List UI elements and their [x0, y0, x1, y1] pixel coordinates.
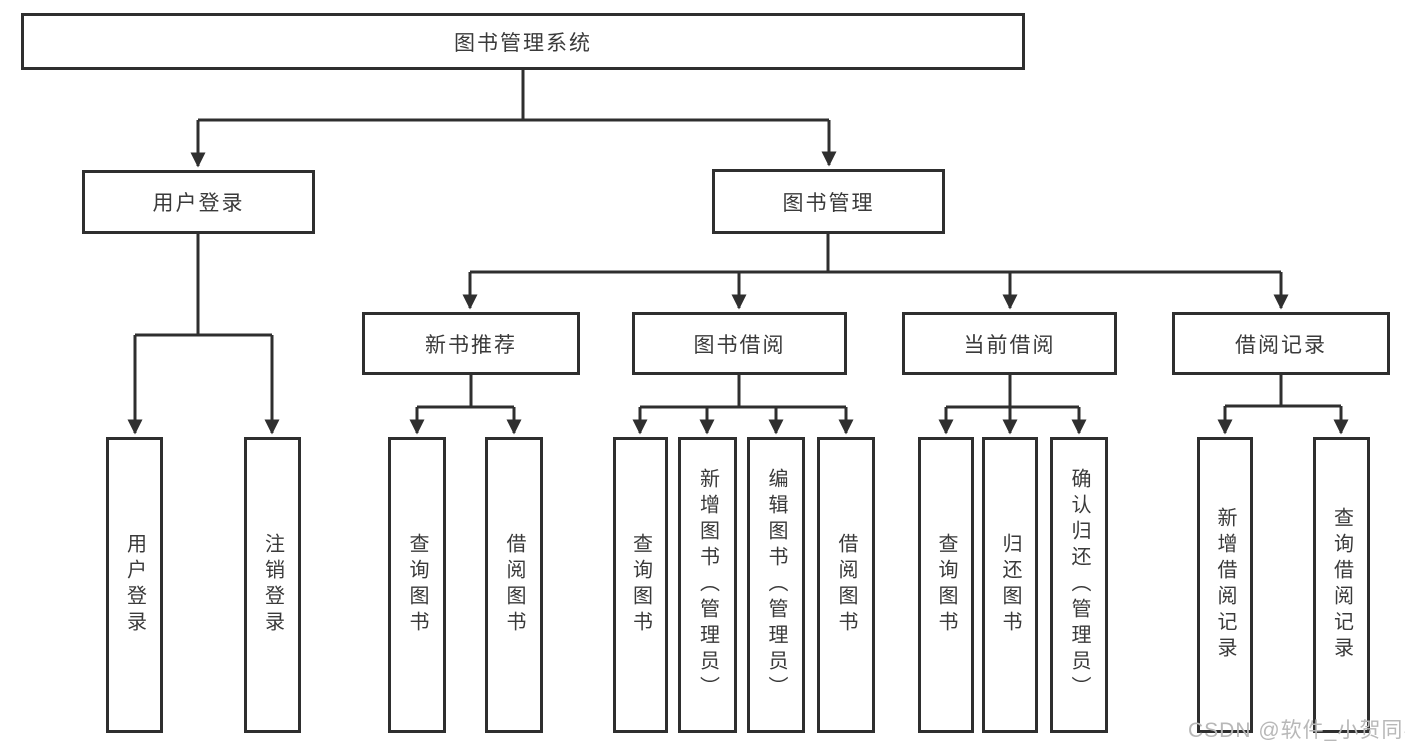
- node-borrow-records: 借阅记录: [1172, 312, 1390, 375]
- node-book-management: 图书管理: [712, 169, 945, 234]
- node-book-management-label: 图书管理: [782, 191, 875, 215]
- leaf-logout-label: 注销登录: [261, 533, 284, 637]
- node-borrow-records-label: 借阅记录: [1235, 333, 1327, 357]
- leaf-borrow-books-2: 借阅图书: [817, 437, 875, 733]
- leaf-confirm-return-admin: 确认归还（管理员）: [1050, 437, 1108, 733]
- leaf-query-borrow-record-label: 查询借阅记录: [1330, 507, 1353, 663]
- leaf-edit-book-admin-label: 编辑图书（管理员）: [765, 468, 787, 702]
- leaf-query-books-3-label: 查询图书: [935, 533, 957, 637]
- leaf-borrow-books-2-label: 借阅图书: [835, 533, 857, 637]
- node-current-borrow-label: 当前借阅: [963, 333, 1056, 357]
- leaf-query-books-3: 查询图书: [918, 437, 974, 733]
- leaf-query-books-2: 查询图书: [613, 437, 668, 733]
- leaf-return-book-label: 归还图书: [999, 533, 1021, 637]
- leaf-query-books: 查询图书: [388, 437, 446, 733]
- node-root: 图书管理系统: [21, 13, 1025, 70]
- node-user-login-label: 用户登录: [152, 192, 245, 215]
- leaf-add-book-admin: 新增图书（管理员）: [678, 437, 737, 733]
- node-new-book-recommend-label: 新书推荐: [425, 333, 517, 357]
- leaf-borrow-books: 借阅图书: [485, 437, 543, 733]
- leaf-logout: 注销登录: [244, 437, 301, 733]
- leaf-confirm-return-admin-label: 确认归还（管理员）: [1068, 468, 1090, 702]
- node-current-borrow: 当前借阅: [902, 312, 1117, 375]
- leaf-query-books-2-label: 查询图书: [629, 533, 652, 637]
- node-new-book-recommend: 新书推荐: [362, 312, 580, 375]
- node-book-borrow: 图书借阅: [632, 312, 847, 375]
- watermark: CSDN @软件_小贺同学: [1188, 719, 1405, 742]
- leaf-query-borrow-record: 查询借阅记录: [1313, 437, 1370, 733]
- leaf-add-borrow-record: 新增借阅记录: [1197, 437, 1253, 733]
- node-book-borrow-label: 图书借阅: [693, 333, 786, 357]
- leaf-add-book-admin-label: 新增图书（管理员）: [696, 468, 719, 702]
- leaf-add-borrow-record-label: 新增借阅记录: [1214, 507, 1236, 663]
- leaf-query-books-label: 查询图书: [406, 533, 428, 637]
- leaf-edit-book-admin: 编辑图书（管理员）: [747, 437, 805, 733]
- leaf-borrow-books-label: 借阅图书: [503, 533, 525, 637]
- leaf-user-login-label: 用户登录: [123, 533, 146, 637]
- node-user-login: 用户登录: [82, 170, 315, 234]
- node-root-label: 图书管理系统: [454, 31, 592, 55]
- leaf-return-book: 归还图书: [982, 437, 1038, 733]
- leaf-user-login: 用户登录: [106, 437, 163, 733]
